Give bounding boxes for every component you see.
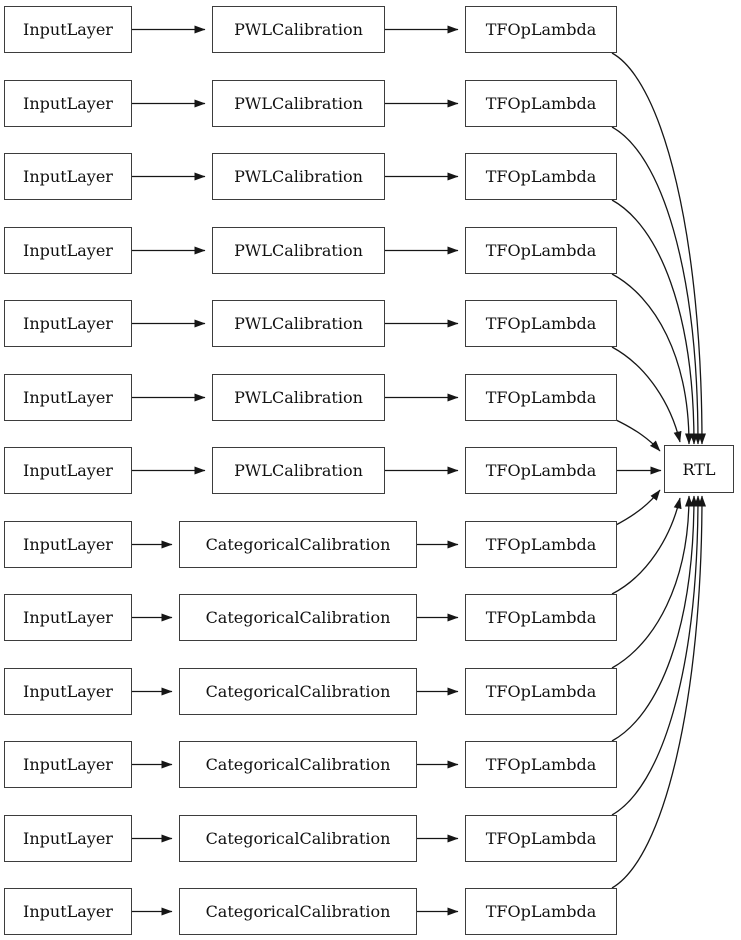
diagram-row-2: InputLayer PWLCalibration TFOpLambda <box>0 80 741 127</box>
node-input-layer: InputLayer <box>4 447 132 494</box>
node-tfop-lambda: TFOpLambda <box>465 668 617 715</box>
edge-lambda-rtl-8 <box>613 489 661 527</box>
node-rtl: RTL <box>664 445 734 493</box>
node-input-layer: InputLayer <box>4 888 132 935</box>
node-pwl-calibration: PWLCalibration <box>212 153 385 200</box>
node-tfop-lambda: TFOpLambda <box>465 815 617 862</box>
node-input-layer: InputLayer <box>4 80 132 127</box>
edge-lambda-rtl-11 <box>611 495 698 742</box>
diagram-row-9: InputLayer CategoricalCalibration TFOpLa… <box>0 594 741 641</box>
node-input-layer: InputLayer <box>4 668 132 715</box>
node-categorical-calibration: CategoricalCalibration <box>179 521 417 568</box>
node-tfop-lambda: TFOpLambda <box>465 80 617 127</box>
diagram-row-3: InputLayer PWLCalibration TFOpLambda <box>0 153 741 200</box>
node-input-layer: InputLayer <box>4 521 132 568</box>
node-pwl-calibration: PWLCalibration <box>212 300 385 347</box>
edge-lambda-rtl-9 <box>611 497 682 595</box>
diagram-row-10: InputLayer CategoricalCalibration TFOpLa… <box>0 668 741 715</box>
diagram-row-5: InputLayer PWLCalibration TFOpLambda <box>0 300 741 347</box>
node-input-layer: InputLayer <box>4 227 132 274</box>
edge-lambda-rtl-10 <box>611 495 693 669</box>
node-pwl-calibration: PWLCalibration <box>212 6 385 53</box>
node-tfop-lambda: TFOpLambda <box>465 300 617 347</box>
node-input-layer: InputLayer <box>4 815 132 862</box>
node-pwl-calibration: PWLCalibration <box>212 227 385 274</box>
node-tfop-lambda: TFOpLambda <box>465 888 617 935</box>
node-pwl-calibration: PWLCalibration <box>212 374 385 421</box>
node-tfop-lambda: TFOpLambda <box>465 447 617 494</box>
node-input-layer: InputLayer <box>4 6 132 53</box>
node-categorical-calibration: CategoricalCalibration <box>179 815 417 862</box>
node-input-layer: InputLayer <box>4 153 132 200</box>
node-pwl-calibration: PWLCalibration <box>212 447 385 494</box>
node-tfop-lambda: TFOpLambda <box>465 521 617 568</box>
node-pwl-calibration: PWLCalibration <box>212 80 385 127</box>
diagram-row-6: InputLayer PWLCalibration TFOpLambda <box>0 374 741 421</box>
edge-lambda-rtl-6 <box>613 418 661 452</box>
node-input-layer: InputLayer <box>4 741 132 788</box>
node-tfop-lambda: TFOpLambda <box>465 741 617 788</box>
edge-lambda-rtl-12 <box>611 495 702 816</box>
diagram-row-11: InputLayer CategoricalCalibration TFOpLa… <box>0 741 741 788</box>
node-tfop-lambda: TFOpLambda <box>465 594 617 641</box>
node-input-layer: InputLayer <box>4 594 132 641</box>
node-categorical-calibration: CategoricalCalibration <box>179 594 417 641</box>
diagram-row-1: InputLayer PWLCalibration TFOpLambda <box>0 6 741 53</box>
node-tfop-lambda: TFOpLambda <box>465 227 617 274</box>
diagram-row-13: InputLayer CategoricalCalibration TFOpLa… <box>0 888 741 935</box>
edge-lambda-rtl-2 <box>611 126 702 445</box>
node-categorical-calibration: CategoricalCalibration <box>179 888 417 935</box>
node-categorical-calibration: CategoricalCalibration <box>179 668 417 715</box>
node-tfop-lambda: TFOpLambda <box>465 6 617 53</box>
diagram-row-12: InputLayer CategoricalCalibration TFOpLa… <box>0 815 741 862</box>
node-input-layer: InputLayer <box>4 300 132 347</box>
edge-lambda-rtl-5 <box>611 346 682 443</box>
node-input-layer: InputLayer <box>4 374 132 421</box>
diagram-row-8: InputLayer CategoricalCalibration TFOpLa… <box>0 521 741 568</box>
edge-lambda-rtl-1 <box>611 52 706 445</box>
diagram-row-4: InputLayer PWLCalibration TFOpLambda <box>0 227 741 274</box>
node-tfop-lambda: TFOpLambda <box>465 374 617 421</box>
edge-lambda-rtl-13 <box>611 495 706 889</box>
diagram-row-7: InputLayer PWLCalibration TFOpLambda <box>0 447 741 494</box>
edge-lambda-rtl-4 <box>611 273 693 445</box>
edge-lambda-rtl-3 <box>611 199 698 445</box>
node-categorical-calibration: CategoricalCalibration <box>179 741 417 788</box>
node-tfop-lambda: TFOpLambda <box>465 153 617 200</box>
